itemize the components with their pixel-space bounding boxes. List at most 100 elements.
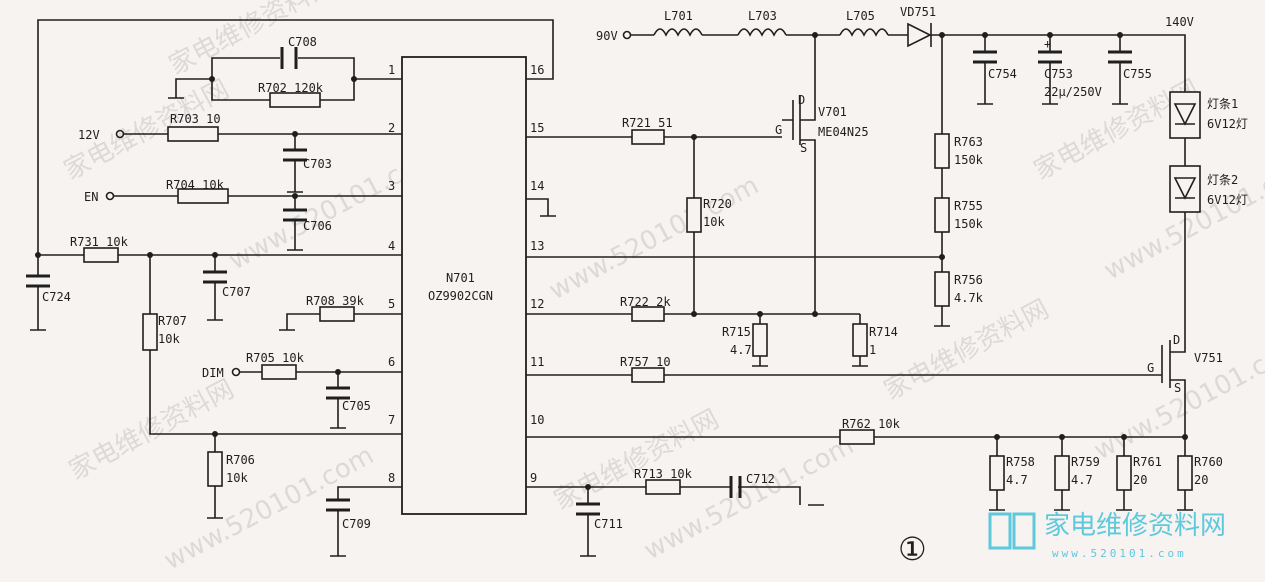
figure-number: ①	[898, 530, 927, 568]
r714-label: R714	[869, 325, 898, 339]
r756-value: 4.7k	[954, 291, 984, 305]
r757-resistor	[631, 367, 665, 383]
r763-label: R763	[954, 135, 983, 149]
v751-label: V751	[1194, 351, 1223, 365]
l701-label: L701	[664, 9, 693, 23]
logo-url: www.520101.com	[1052, 547, 1187, 560]
led-strip-2	[1169, 165, 1201, 213]
r707-label: R707	[158, 314, 187, 328]
r704-resistor	[177, 188, 229, 204]
r758-value: 4.7	[1006, 473, 1028, 487]
r715-wire	[752, 314, 768, 367]
v701-s-label: S	[800, 141, 807, 155]
ground-symbols	[30, 103, 1193, 557]
r715-resistor	[752, 323, 768, 357]
r706-resistor	[207, 451, 223, 487]
l705-label: L705	[846, 9, 875, 23]
led1-spec: 6V12灯	[1207, 117, 1248, 131]
terminal-dim	[231, 367, 241, 377]
r759-resistor	[1054, 455, 1070, 491]
led1-label: 灯条1	[1207, 97, 1238, 111]
r714-value: 1	[869, 343, 876, 357]
v701-gate	[782, 100, 794, 140]
net-90v-label: 90V	[596, 29, 618, 43]
c709-label: C709	[342, 517, 371, 531]
r720-resistor	[686, 197, 702, 233]
pin-number: 1	[388, 63, 395, 77]
l701-inductor	[653, 28, 703, 37]
ic-n701-body	[401, 56, 527, 515]
r708-label: R708 39k	[306, 294, 365, 308]
junction-dot	[351, 76, 357, 82]
led-1-icon	[1173, 103, 1197, 126]
r760-value: 20	[1194, 473, 1208, 487]
r760-resistor	[1177, 455, 1193, 491]
ic-part-label: OZ9902CGN	[428, 289, 493, 303]
r731-label: R731 10k	[70, 235, 129, 249]
junction-dot	[209, 76, 215, 82]
net-140v-label: 140V	[1165, 15, 1194, 29]
v701-part: ME04N25	[818, 125, 869, 139]
pin-number: 11	[530, 355, 544, 369]
junction-dot	[691, 311, 697, 317]
c707-label: C707	[222, 285, 251, 299]
net-en-label: EN	[84, 190, 98, 204]
v751-g-label: G	[1147, 361, 1154, 375]
c706-label: C706	[303, 219, 332, 233]
l703-inductor	[737, 28, 787, 37]
v751-gate	[1160, 345, 1163, 383]
c754-label: C754	[988, 67, 1017, 81]
v701-drain-source	[799, 35, 816, 145]
c708-label: C708	[288, 35, 317, 49]
r708-resistor	[319, 306, 355, 322]
r703-label: R703 10	[170, 112, 221, 126]
pin-number: 14	[530, 179, 544, 193]
r706-label: R706	[226, 453, 255, 467]
pin-number: 13	[530, 239, 544, 253]
pin16-wire	[37, 19, 554, 255]
pin-number: 6	[388, 355, 395, 369]
r756-label: R756	[954, 273, 983, 287]
net-12v-label: 12V	[78, 128, 100, 142]
led2-label: 灯条2	[1207, 173, 1238, 187]
r755-label: R755	[954, 199, 983, 213]
v701-d-label: D	[798, 93, 805, 107]
v701-source-wire	[800, 139, 816, 314]
ic-ref-label: N701	[446, 271, 475, 285]
r759-value: 4.7	[1071, 473, 1093, 487]
c711-label: C711	[594, 517, 623, 531]
pin-number: 12	[530, 297, 544, 311]
r761-value: 20	[1133, 473, 1147, 487]
pin-number: 16	[530, 63, 544, 77]
junction-dot	[812, 311, 818, 317]
r715-value: 4.7	[730, 343, 752, 357]
r760-label: R760	[1194, 455, 1223, 469]
pin1-ground	[168, 78, 212, 99]
pin8-wire	[337, 486, 402, 556]
r706-value: 10k	[226, 471, 248, 485]
r731-resistor	[83, 247, 119, 263]
r721-label: R721 51	[622, 116, 673, 130]
vd751-diode	[907, 22, 932, 48]
watermark-site: www.520101.com	[1089, 330, 1265, 466]
output-rail	[931, 34, 1186, 92]
pin-number: 10	[530, 413, 544, 427]
book-icon	[988, 512, 1036, 550]
r722-resistor	[631, 306, 665, 322]
r757-label: R757 10	[620, 355, 671, 369]
led-2-icon	[1173, 177, 1197, 200]
v701-g-label: G	[775, 123, 782, 137]
r705-resistor	[261, 364, 297, 380]
r758-label: R758	[1006, 455, 1035, 469]
r763-resistor	[934, 133, 950, 169]
r705-label: R705 10k	[246, 351, 305, 365]
pin14-ground	[526, 198, 556, 217]
r713-resistor	[645, 479, 681, 495]
r722-label: R722 2k	[620, 295, 671, 309]
pin-number: 4	[388, 239, 395, 253]
terminal-12v	[115, 129, 125, 139]
l703-label: L703	[748, 9, 777, 23]
r762-resistor	[839, 429, 875, 445]
v751-source-wire	[1170, 379, 1186, 437]
